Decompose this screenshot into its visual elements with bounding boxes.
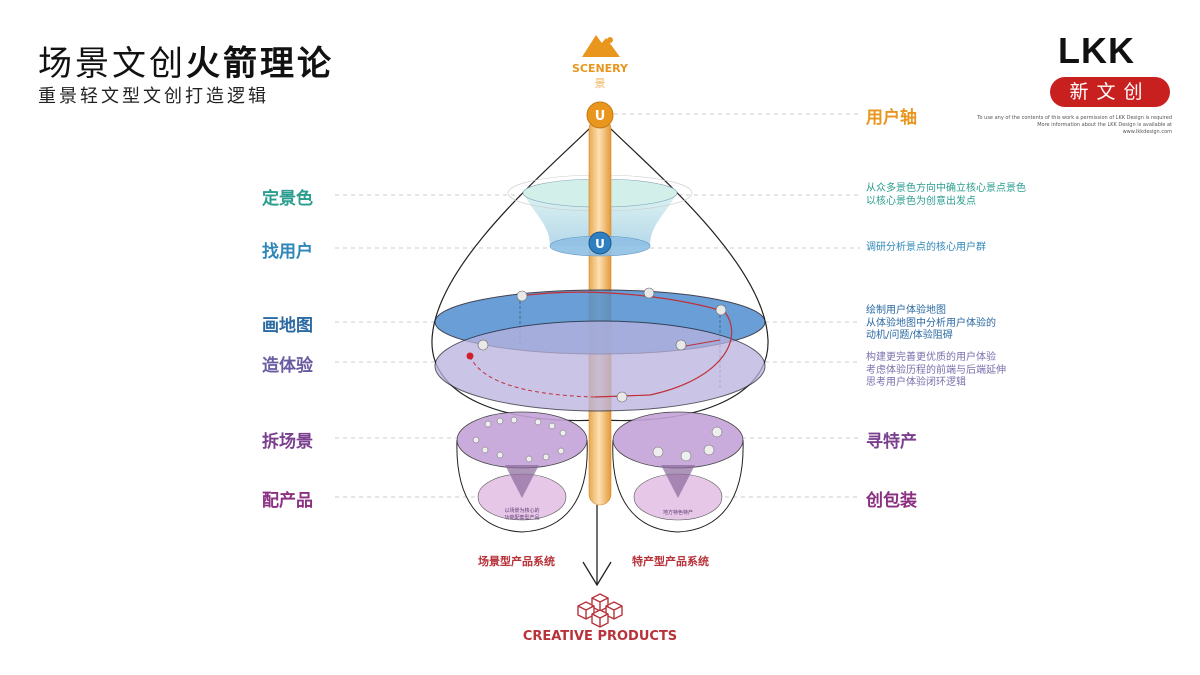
scene-product-system-label: 场景型产品系统: [478, 555, 555, 568]
journey-node: [516, 290, 528, 302]
journey-node: [715, 304, 727, 316]
legal-line: More information about the LKK Design is…: [1037, 122, 1172, 128]
scenery-label: SCENERY: [571, 62, 629, 75]
stage-label-scenery-color: 定景色: [262, 189, 313, 209]
legal-line: To use any of the contents of this work …: [977, 115, 1172, 121]
left-bowl-outline: [456, 439, 588, 533]
brand-logo: LKK: [1058, 30, 1135, 71]
legal-notice: To use any of the contents of this work …: [977, 115, 1172, 136]
cubes-icon: [577, 593, 623, 628]
scenery-label-cn: 景: [594, 77, 606, 90]
description-scenery-color: 从众多景色方向中确立核心景点景色以核心景色为创意出发点: [866, 183, 1026, 207]
right-bowl-text: 地方特色特产: [662, 510, 693, 516]
left-bowl-text: 以场景为核心的功能配套型产品: [504, 508, 540, 521]
stage-label-find-specialty: 寻特产: [866, 432, 917, 452]
journey-node: [643, 287, 655, 299]
journey-node: [616, 391, 628, 403]
stage-label-find-users: 找用户: [262, 242, 313, 262]
right-bowl-outline: [612, 439, 744, 533]
svg-text:U: U: [595, 109, 606, 124]
stage-label-split-scene: 拆场景: [262, 432, 313, 452]
guide-lines: [335, 113, 860, 498]
legal-line: www.lkkdesign.com: [1122, 129, 1172, 135]
page-title: 场景文创火箭理论: [38, 36, 334, 85]
mountain-icon: [582, 35, 620, 57]
stage-label-create-packaging: 创包装: [866, 491, 917, 511]
journey-node: [675, 339, 687, 351]
svg-text:U: U: [595, 237, 605, 251]
experience-disc: [434, 320, 766, 412]
title-bold: 火箭理论: [186, 44, 334, 84]
journey-start-dot: [466, 352, 474, 360]
creative-products-label: CREATIVE PRODUCTS: [522, 629, 678, 644]
stage-label-build-experience: 造体验: [262, 356, 313, 376]
user-marker-mid: [588, 231, 612, 255]
user-marker-top: [586, 101, 614, 129]
brand-tag: 新文创: [1050, 77, 1170, 107]
description-build-experience: 构建更完善更优质的用户体验考虑体验历程的前端与后端延伸思考用户体验闭环逻辑: [866, 352, 1006, 388]
user-axis-label: 用户轴: [866, 108, 917, 128]
stage-label-draw-map: 画地图: [262, 316, 313, 336]
page-subtitle: 重景轻文型文创打造逻辑: [38, 86, 269, 107]
scene-nodes: [472, 416, 723, 463]
funnel-arrows: [505, 465, 695, 498]
journey-node: [477, 339, 489, 351]
specialty-disc: [612, 411, 744, 469]
description-draw-map: 绘制用户体验地图从体验地图中分析用户体验的动机/问题/体验阻碍: [866, 305, 996, 341]
journey-nodes: [477, 287, 727, 403]
title-regular: 场景文创: [38, 44, 186, 84]
description-find-users: 调研分析景点的核心用户群: [866, 242, 986, 253]
stage-label-match-products: 配产品: [262, 491, 313, 511]
specialty-product-system-label: 特产型产品系统: [632, 555, 709, 568]
